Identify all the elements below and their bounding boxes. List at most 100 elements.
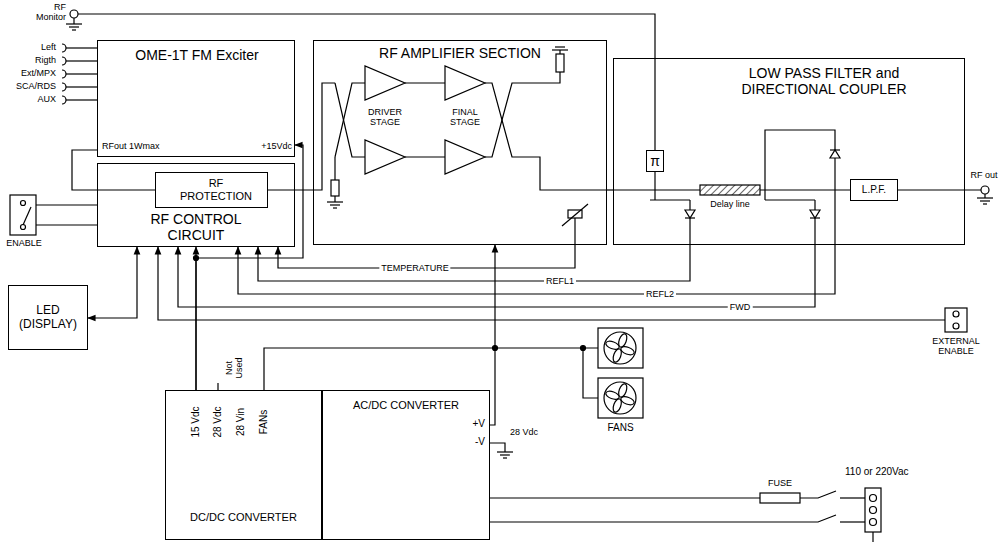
detector-wire	[689, 200, 690, 210]
fan-symbol	[604, 332, 636, 364]
connector-label: RF Monitor	[30, 2, 66, 23]
rf-wire	[613, 189, 700, 190]
ground-symbol	[327, 201, 343, 202]
rf-wire	[313, 83, 335, 190]
switch-contact	[21, 225, 26, 230]
ac-converter-box: AC/DC CONVERTER	[322, 390, 490, 540]
input-connector	[62, 57, 66, 65]
part-label: Delay line	[700, 199, 760, 209]
box-title: RF AMPLIFIER SECTION	[314, 45, 606, 61]
input-wire	[66, 99, 97, 100]
supply-label: 110 or 220Vac	[845, 466, 940, 478]
detector-wire	[814, 200, 815, 210]
ground-symbol	[980, 200, 990, 201]
fan-blade	[605, 340, 621, 351]
box-title: LOW PASS FILTER and DIRECTIONAL COUPLER	[734, 65, 914, 97]
rf-wire	[334, 157, 335, 180]
connector-pin	[953, 311, 959, 317]
input-label: AUX	[4, 94, 56, 104]
input-wire	[66, 47, 97, 48]
connector-pin	[870, 495, 877, 502]
amplifier-section: RF AMPLIFIER SECTION	[313, 40, 607, 245]
input-connector	[62, 83, 66, 91]
box-title: DC/DC CONVERTER	[166, 511, 321, 524]
input-label: Left	[4, 42, 56, 52]
protection-box: RF PROTECTION	[155, 172, 268, 208]
rf-connector	[70, 10, 78, 18]
input-connector	[62, 96, 66, 104]
diode-symbol	[810, 210, 820, 218]
signal-wire	[178, 245, 815, 307]
ground-symbol	[555, 46, 565, 47]
mains-wire	[490, 497, 760, 498]
ground-wire	[490, 443, 505, 452]
box-title: RF PROTECTION	[178, 177, 254, 202]
fan-blade	[605, 390, 621, 401]
signal-wire	[72, 150, 155, 190]
amplifier-triangle	[445, 66, 485, 100]
mains-switch	[800, 491, 836, 498]
box-title: π	[647, 153, 663, 169]
fan-blade	[617, 333, 628, 349]
rf-wire	[405, 156, 445, 157]
ground-symbol	[977, 197, 993, 198]
signal-label: REFL2	[644, 289, 676, 299]
diode-symbol	[830, 149, 840, 150]
rf-wire	[334, 196, 335, 202]
led-display-box: LED (DISPLAY)	[8, 285, 88, 350]
fuse-symbol	[760, 493, 800, 503]
coupled-line	[650, 199, 690, 200]
amplifier-triangle	[445, 140, 485, 174]
signal-wire	[490, 245, 495, 425]
input-wire	[66, 73, 97, 74]
junction-dot	[581, 346, 586, 351]
box-title: RF CONTROL CIRCUIT	[136, 211, 256, 243]
fan-symbol	[598, 328, 643, 368]
signal-label: 28 Vdc	[508, 427, 540, 437]
rf-wire	[525, 72, 560, 83]
box-title: LED (DISPLAY)	[17, 304, 79, 332]
box-title: L.P.F.	[851, 184, 897, 196]
resistor-symbol	[331, 180, 339, 196]
diode-symbol	[830, 150, 840, 158]
unused-stub	[217, 383, 218, 390]
coupled-line	[765, 199, 815, 200]
rf-wire	[525, 157, 607, 190]
diode-symbol	[685, 210, 695, 218]
pi-network-box: π	[646, 150, 664, 172]
connector-label: RF out	[966, 170, 1002, 180]
signal-wire	[268, 189, 313, 190]
mains-wire	[840, 497, 865, 498]
ground-wire	[872, 532, 873, 542]
signal-label: REFL1	[544, 276, 576, 286]
input-wire	[66, 86, 97, 87]
input-connector	[62, 44, 66, 52]
sensor-wire	[574, 218, 575, 245]
box-title: AC/DC CONVERTER	[323, 399, 489, 412]
switch-lever	[23, 207, 31, 225]
rf-wire	[405, 82, 445, 83]
signal-wire	[238, 245, 835, 294]
hybrid-coupler	[485, 83, 525, 157]
delay-line	[700, 185, 760, 195]
terminal-label: +V	[455, 418, 485, 430]
terminal-label: -V	[455, 436, 485, 448]
enable-switch	[10, 195, 36, 235]
detector-wire	[814, 218, 815, 245]
detector-wire	[765, 130, 835, 200]
connector-pin	[953, 323, 959, 329]
hybrid-coupler	[335, 83, 365, 157]
box-title: OME-1T FM Exciter	[98, 47, 296, 63]
control-box: RF CONTROL CIRCUIT RF PROTECTION	[97, 163, 295, 247]
fan-blade	[617, 383, 628, 399]
note-label: Not Used	[224, 355, 245, 381]
ground-symbol	[497, 451, 513, 452]
signal-label: FWD	[728, 302, 753, 312]
ground-wire	[73, 18, 74, 24]
port-label: RFout 1Wmax	[102, 141, 212, 151]
amplifier-triangle	[365, 140, 405, 174]
terminal-label: 28 Vin	[235, 408, 247, 436]
fan-blade	[612, 348, 623, 364]
stage-label: FINAL STAGE	[443, 107, 487, 128]
